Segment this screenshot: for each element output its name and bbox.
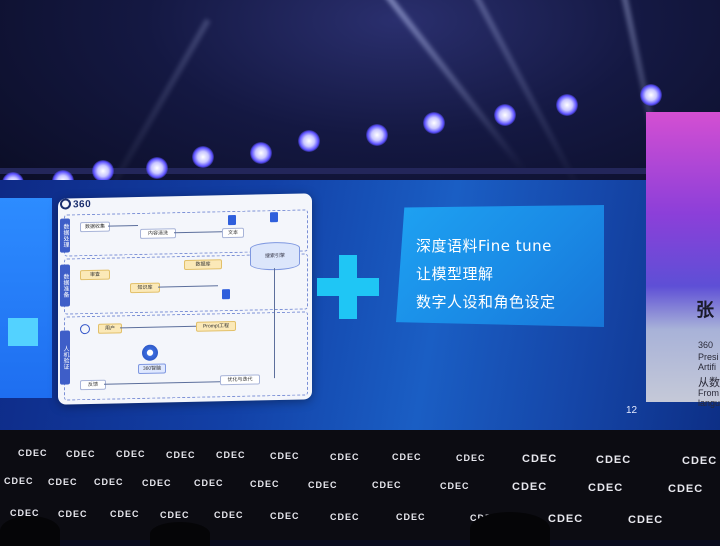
- speaker-line-3: Artifi: [698, 362, 716, 372]
- cdec-logo: CDEC: [250, 479, 280, 489]
- step-and-repeat-backdrop: [0, 430, 720, 540]
- node-review: 审查: [80, 269, 110, 281]
- cdec-logo: CDEC: [18, 448, 48, 458]
- node-collect: 数据收集: [80, 221, 110, 233]
- document-icon: [270, 212, 278, 223]
- stage-light: [192, 146, 214, 168]
- node-doc: 文本: [222, 227, 244, 239]
- speaker-name: 张: [696, 300, 714, 320]
- cdec-logo: CDEC: [396, 512, 426, 522]
- stage-light: [92, 160, 114, 182]
- band-label-2: 数据准备: [60, 264, 70, 307]
- lighting-truss: [0, 168, 720, 174]
- stage-light: [556, 94, 578, 116]
- cdec-logo: CDEC: [308, 480, 338, 490]
- cdec-logo: CDEC: [66, 449, 96, 459]
- brand-ring-icon: [60, 198, 71, 210]
- cdec-logo: CDEC: [142, 478, 172, 488]
- speaker-line-5: From: [698, 388, 719, 398]
- node-feedback: 反馈: [80, 379, 106, 391]
- stage-light: [494, 104, 516, 126]
- left-screen-panel: [0, 198, 52, 398]
- cdec-logo: CDEC: [512, 481, 548, 493]
- node-optimize: 优化与迭代: [220, 374, 260, 386]
- slide-page-number: 12: [626, 405, 638, 416]
- stage-light: [250, 142, 272, 164]
- cdec-logo: CDEC: [270, 511, 300, 521]
- audience-head: [470, 512, 550, 546]
- cdec-logo: CDEC: [588, 482, 624, 494]
- cdec-logo: CDEC: [94, 477, 124, 487]
- card-line-1: 深度语料Fine tune: [416, 237, 552, 255]
- feature-card: 深度语料Fine tune 让模型理解 数字人设和角色设定: [396, 205, 604, 327]
- cdec-logo: CDEC: [522, 453, 558, 465]
- cdec-logo: CDEC: [216, 450, 246, 460]
- cdec-logo: CDEC: [330, 512, 360, 522]
- speaker-line-4: 从数: [698, 377, 720, 389]
- audience-head: [0, 516, 60, 546]
- band-label-3: 人机验证: [60, 330, 70, 385]
- cdec-logo: CDEC: [10, 508, 40, 518]
- cdec-logo: CDEC: [270, 451, 300, 461]
- brand-text: 360: [73, 198, 92, 211]
- stage-light: [423, 112, 445, 134]
- node-db: 数据库: [184, 259, 222, 271]
- cdec-logo: CDEC: [4, 476, 34, 486]
- speaker-line-6: langu: [698, 398, 720, 408]
- node-prompt: Prompt工程: [196, 320, 236, 332]
- workflow-diagram: 360 数据处理 数据准备 人机验证 数据收集 内容清洗 文本 搜索引擎 审查 …: [58, 193, 312, 405]
- document-icon: [228, 214, 236, 226]
- cdec-logo: CDEC: [330, 452, 360, 462]
- left-panel-shape: [8, 318, 38, 346]
- cdec-logo: CDEC: [440, 481, 470, 491]
- speaker-line-2: Presi: [698, 352, 719, 362]
- node-hub: 360智脑: [138, 363, 166, 374]
- cdec-logo: CDEC: [596, 454, 632, 466]
- cdec-logo: CDEC: [194, 478, 224, 488]
- node-user: 用户: [98, 323, 122, 334]
- database-cylinder: 搜索引擎: [250, 241, 300, 271]
- speaker-panel: [646, 112, 720, 402]
- speaker-line-1: 360: [698, 340, 714, 350]
- cdec-logo: CDEC: [456, 453, 486, 463]
- stage-light: [366, 124, 388, 146]
- cdec-logo: CDEC: [628, 514, 664, 526]
- cdec-logo: CDEC: [668, 483, 704, 495]
- cdec-logo: CDEC: [682, 455, 718, 467]
- document-icon: [222, 289, 230, 300]
- cdec-logo: CDEC: [110, 509, 140, 519]
- stage-light: [640, 84, 662, 106]
- cdec-logo: CDEC: [548, 513, 584, 525]
- cdec-logo: CDEC: [214, 510, 244, 520]
- cdec-logo: CDEC: [166, 450, 196, 460]
- stage-light: [298, 130, 320, 152]
- cdec-logo: CDEC: [392, 452, 422, 462]
- audience-head: [150, 522, 210, 546]
- cdec-logo: CDEC: [58, 509, 88, 519]
- connector-line: [274, 268, 275, 379]
- card-line-3: 数字人设和角色设定: [416, 293, 556, 311]
- brand-logo: 360: [60, 198, 91, 211]
- cdec-logo: CDEC: [372, 480, 402, 490]
- node-kb: 知识库: [130, 282, 160, 294]
- stage-light: [146, 157, 168, 179]
- plus-sign-horizontal: [317, 278, 379, 296]
- card-line-2: 让模型理解: [416, 265, 494, 283]
- cdec-logo: CDEC: [48, 477, 78, 487]
- node-clean: 内容清洗: [140, 228, 176, 239]
- cdec-logo: CDEC: [116, 449, 146, 459]
- cdec-logo: CDEC: [160, 510, 190, 520]
- band-label-1: 数据处理: [60, 218, 70, 253]
